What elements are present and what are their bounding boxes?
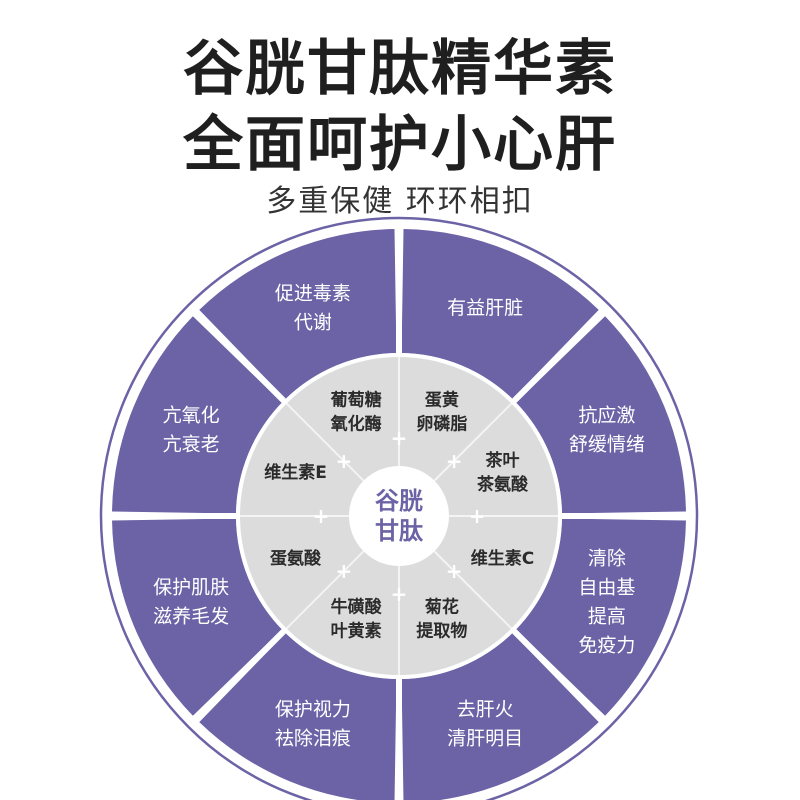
outer-segment-label-line: 去肝火	[457, 698, 514, 720]
ingredient-label: 蛋黄卵磷脂	[416, 390, 467, 435]
ingredient-label-line: 氧化酶	[330, 414, 382, 435]
plus-icon: +	[335, 449, 352, 473]
ingredient-label-line: 维生素E	[264, 462, 327, 483]
plus-icon: +	[313, 504, 330, 528]
outer-segment-label-line: 有益肝脏	[447, 297, 523, 319]
outer-segment-label-line: 自由基	[578, 577, 635, 599]
page-title-line1: 谷胱甘肽精华素	[183, 34, 617, 104]
outer-segment	[199, 229, 397, 399]
outer-segment-label: 促进毒素代谢	[275, 283, 351, 334]
plus-icon: +	[391, 426, 408, 450]
outer-segment	[401, 633, 599, 800]
ingredient-label-line: 提取物	[416, 620, 467, 641]
ingredient-label: 维生素E	[264, 462, 327, 483]
outer-segment	[112, 316, 282, 514]
center-label-line: 甘肽	[375, 517, 424, 545]
outer-segment-label-line: 促进毒素	[275, 283, 351, 305]
outer-segment-label-line: 亢氧化	[163, 404, 220, 426]
segment-divider	[193, 629, 286, 722]
outer-segment-label: 保护视力祛除泪痕	[275, 698, 351, 749]
inner-divider	[285, 550, 365, 630]
outer-segment	[112, 518, 282, 716]
ingredient-label-line: 卵磷脂	[416, 414, 467, 435]
outer-segment	[199, 633, 397, 800]
ingredient-label: 茶叶茶氨酸	[477, 450, 529, 495]
ingredient-label: 牛磺酸叶黄素	[331, 596, 383, 641]
page-subtitle: 多重保健 环环相扣	[266, 184, 534, 219]
inner-divider	[433, 402, 513, 482]
center-label-line: 谷胱	[375, 487, 423, 515]
ingredient-label-line: 叶黄素	[331, 620, 382, 641]
segment-divider	[193, 310, 286, 403]
ingredient-label-line: 牛磺酸	[331, 596, 383, 617]
outer-segment-label-line: 亢衰老	[163, 433, 220, 455]
outer-segment-label-line: 抗应激	[578, 404, 635, 426]
outer-segment	[516, 518, 686, 716]
center-circle	[349, 466, 449, 566]
outer-segment-label-line: 清除	[588, 548, 626, 570]
page-title-line2: 全面呵护小心肝	[183, 110, 617, 180]
outer-segment	[516, 316, 686, 514]
outer-segment-label-line: 代谢	[294, 312, 332, 334]
outer-segment-label-line: 保护视力	[275, 698, 351, 720]
plus-icon: +	[391, 582, 408, 606]
ingredient-label-line: 维生素C	[471, 548, 534, 569]
ingredient-label-line: 蛋黄	[425, 390, 459, 411]
outer-segment-label: 清除自由基提高免疫力	[578, 548, 635, 657]
ingredient-label: 维生素C	[471, 548, 534, 569]
inner-divider	[433, 550, 513, 630]
ingredient-label-line: 茶叶	[485, 450, 519, 471]
plus-icon: +	[469, 504, 486, 528]
inner-divider	[285, 402, 365, 482]
ingredient-label-line: 葡萄糖	[330, 390, 382, 411]
outer-segment-label-line: 舒缓情绪	[569, 433, 645, 455]
plus-icon: +	[446, 559, 463, 583]
ingredient-label-line: 蛋氨酸	[270, 548, 322, 569]
outer-segment	[401, 229, 599, 399]
outer-segment-label: 亢氧化亢衰老	[163, 404, 220, 455]
outer-segment-label-line: 保护肌肤	[153, 577, 229, 599]
outer-segment-label-line: 祛除泪痕	[275, 727, 351, 749]
plus-icon: +	[446, 449, 463, 473]
outer-segment-label: 抗应激舒缓情绪	[569, 404, 645, 455]
ingredient-label: 菊花提取物	[416, 596, 467, 641]
outer-segment-label: 去肝火清肝明目	[447, 698, 523, 749]
segment-divider	[512, 310, 605, 403]
outer-segment-label-line: 滋养毛发	[153, 606, 229, 628]
outer-segment-label-line: 清肝明目	[447, 727, 523, 749]
ingredient-label-line: 菊花	[425, 596, 459, 617]
outer-segment-label-line: 免疫力	[578, 635, 635, 657]
outer-segment-label: 有益肝脏	[447, 297, 523, 319]
outer-segment-label-line: 提高	[588, 606, 626, 628]
center-label: 谷胱甘肽	[375, 487, 424, 545]
outer-segment-label: 保护肌肤滋养毛发	[153, 577, 229, 628]
ingredient-label-line: 茶氨酸	[477, 474, 529, 495]
plus-icon: +	[335, 559, 352, 583]
ingredient-label: 蛋氨酸	[270, 548, 322, 569]
segment-divider	[512, 629, 605, 722]
ingredient-label: 葡萄糖氧化酶	[330, 390, 382, 435]
outer-ring	[99, 216, 699, 800]
